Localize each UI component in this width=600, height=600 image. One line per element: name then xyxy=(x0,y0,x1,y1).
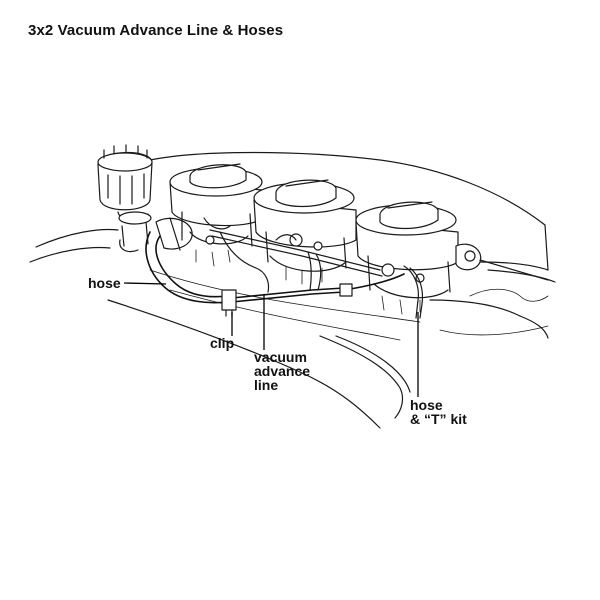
linkage-rod xyxy=(209,229,549,281)
vacuum-hoses xyxy=(145,231,424,319)
vacuum-advance-line-label: vacuum advance line xyxy=(254,350,310,392)
carburetor-center xyxy=(253,179,357,285)
hose-label: hose xyxy=(88,276,121,290)
cylinder-head-outline xyxy=(107,288,549,429)
vacuum-advance-line-label-line-2: advance xyxy=(254,363,311,379)
clip-label-text: clip xyxy=(210,335,235,351)
clip xyxy=(221,289,237,317)
vacuum-advance-line-label-line-3: line xyxy=(254,377,279,393)
leader-lines xyxy=(123,282,419,397)
hose-t-kit-label-line-1: hose xyxy=(410,397,443,413)
page-title: 3x2 Vacuum Advance Line & Hoses xyxy=(28,22,284,39)
hose-label-text: hose xyxy=(88,275,121,291)
hose-t-kit-label-line-2: & “T” kit xyxy=(410,411,467,427)
carburetor-front xyxy=(169,163,263,267)
carburetor-rear xyxy=(355,201,482,315)
leader-hose xyxy=(123,282,167,285)
hose-t-kit-label: hose & “T” kit xyxy=(410,398,467,426)
t-fitting xyxy=(339,283,353,297)
intake-manifold xyxy=(29,151,556,341)
clip-label: clip xyxy=(210,336,234,350)
vacuum-advance-canister xyxy=(155,217,193,251)
distributor xyxy=(97,144,153,253)
vacuum-advance-line-label-line-1: vacuum xyxy=(254,349,307,365)
